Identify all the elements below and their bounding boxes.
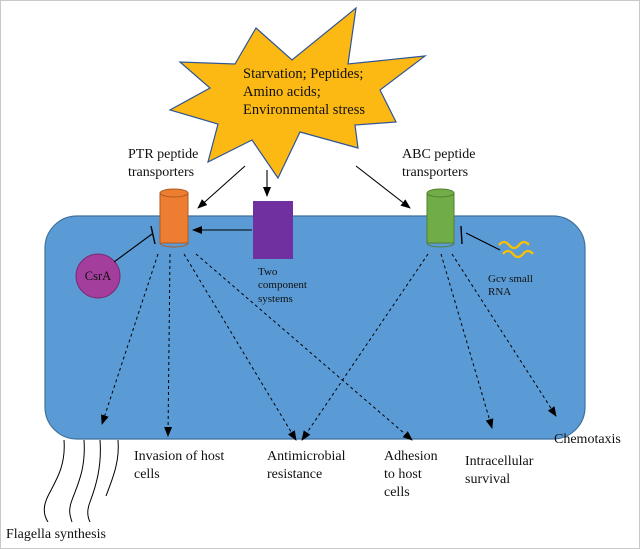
abc-transporters-label: ABC peptide transporters <box>402 147 479 180</box>
antimicrobial-label: Antimicrobial resistance <box>267 449 349 482</box>
adhesion-line-2: to host <box>384 467 422 482</box>
stimulus-to-ptr-arrow <box>197 165 246 209</box>
adhesion-line-3: cells <box>384 485 410 500</box>
invasion-line-1: Invasion of host <box>134 449 224 464</box>
abc-label-line-2: transporters <box>402 165 468 180</box>
csra-label: CsrA <box>85 269 111 283</box>
two-component-label: Two component systems <box>258 266 310 305</box>
abc-to-chemotaxis-arrow <box>451 253 557 417</box>
ptr-label-line-1: PTR peptide <box>128 147 198 162</box>
gcv-label: Gcv small RNA <box>488 273 536 298</box>
csra-inhibition-bar <box>150 225 156 245</box>
intracellular-line-2: survival <box>465 472 510 487</box>
flagellum-3 <box>87 439 101 523</box>
chemotaxis-label: Chemotaxis <box>554 432 621 447</box>
antimicrobial-line-2: resistance <box>267 467 322 482</box>
intracellular-label: Intracellular survival <box>465 454 537 487</box>
gcv-small-rna-squiggle <box>498 240 534 259</box>
flagellum-1 <box>43 439 65 523</box>
gcv-inhibition-bar <box>460 225 463 245</box>
adhesion-label: Adhesion to host cells <box>384 449 441 500</box>
csra-protein-circle <box>75 253 121 299</box>
ptr-transporter-cylinder <box>159 188 189 248</box>
invasion-label: Invasion of host cells <box>134 449 228 482</box>
flagellum-4 <box>105 439 119 497</box>
environmental-stimulus-star <box>168 6 428 180</box>
gcv-inhibition-line <box>465 232 501 251</box>
stimulus-line-1: Starvation; Peptides; <box>243 66 363 82</box>
ptr-output-arrows <box>101 253 413 441</box>
ptr-to-antimicrobial-arrow <box>183 253 297 441</box>
gcv-label-line-1: Gcv small <box>488 273 533 285</box>
ptr-transporters-label: PTR peptide transporters <box>128 147 202 180</box>
abc-output-arrows <box>301 253 557 441</box>
abc-to-intracellular-arrow <box>440 253 494 429</box>
ptr-to-invasion-arrow <box>164 253 173 437</box>
stimulus-line-2: Amino acids; <box>243 84 321 100</box>
two-component-line-3: systems <box>258 293 293 305</box>
antimicrobial-line-1: Antimicrobial <box>267 449 346 464</box>
bacterial-cell <box>44 215 586 440</box>
csra-inhibition-line <box>113 233 153 263</box>
gcv-label-line-2: RNA <box>488 286 511 298</box>
abc-label-line-1: ABC peptide <box>402 147 476 162</box>
flagellum-2 <box>69 439 85 523</box>
stimulus-label: Starvation; Peptides; Amino acids; Envir… <box>243 66 367 118</box>
intracellular-line-1: Intracellular <box>465 454 534 469</box>
adhesion-line-1: Adhesion <box>384 449 438 464</box>
ptr-label-line-2: transporters <box>128 165 194 180</box>
two-component-line-2: component <box>258 279 307 291</box>
abc-transporter-cylinder <box>426 188 455 248</box>
two-component-systems-box <box>253 201 293 259</box>
two-component-line-1: Two <box>258 266 278 278</box>
flagella-synthesis-label: Flagella synthesis <box>6 527 106 542</box>
stimulus-to-abc-arrow <box>355 165 411 209</box>
flagella <box>43 439 119 523</box>
stimulus-line-3: Environmental stress <box>243 102 365 118</box>
invasion-line-2: cells <box>134 467 160 482</box>
abc-to-antimicrobial-arrow <box>301 253 429 441</box>
